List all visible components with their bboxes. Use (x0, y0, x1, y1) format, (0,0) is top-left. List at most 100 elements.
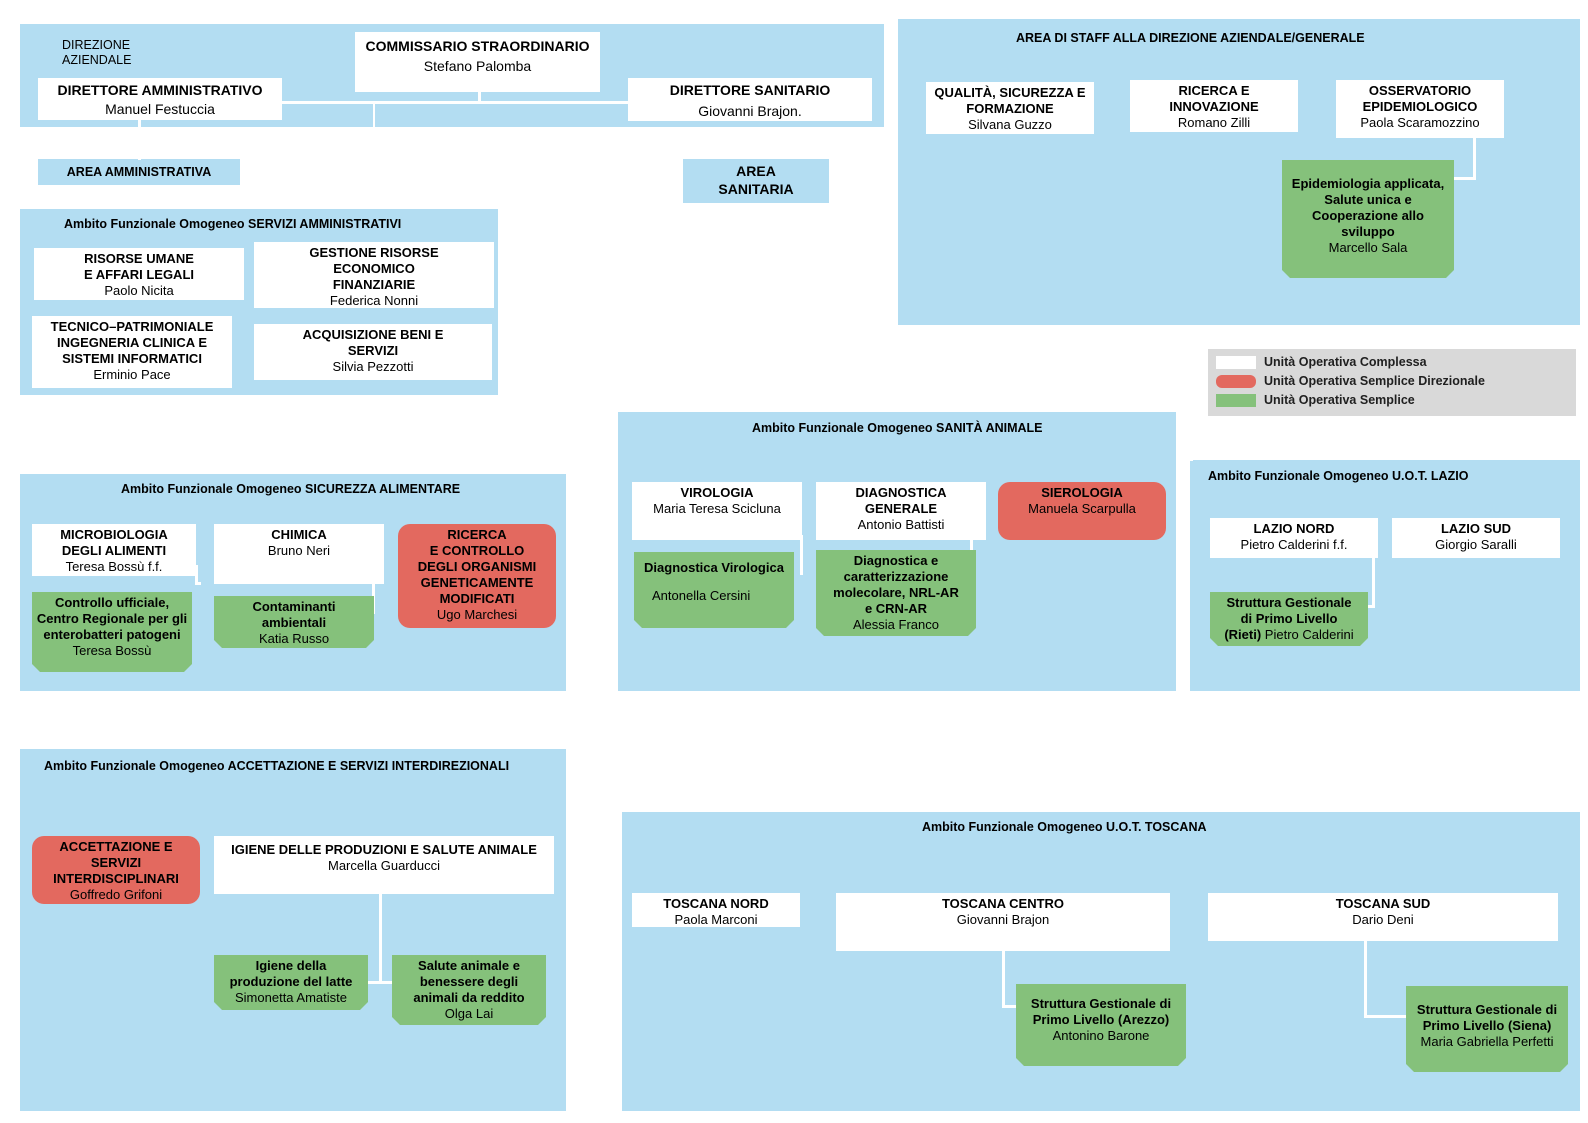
lazio-panel (1190, 460, 1580, 691)
diagnostica-generale-box: DIAGNOSTICA GENERALE Antonio Battisti (816, 482, 986, 540)
toscana-sud-name: Dario Deni (1352, 912, 1414, 927)
gestione-risorse-box: GESTIONE RISORSE ECONOMICO FINANZIARIE F… (254, 242, 494, 308)
area-amministrativa-label: AREA AMMINISTRATIVA (66, 165, 212, 179)
virologia-name: Maria Teresa Scicluna (653, 501, 781, 516)
connector (1002, 948, 1005, 1007)
sierologia-title: SIEROLOGIA (1041, 485, 1123, 500)
tecnico-name: Erminio Pace (93, 367, 171, 382)
commissario-name: Stefano Palomba (423, 58, 532, 74)
toscana-centro-box: TOSCANA CENTRO Giovanni Brajon (836, 893, 1170, 951)
igiene-name: Marcella Guarducci (328, 858, 440, 873)
servizi-amministrativi-title: Ambito Funzionale Omogeneo SERVIZI AMMIN… (64, 217, 402, 231)
diagnostica-caratt-box: Diagnostica e caratterizzazione molecola… (816, 550, 976, 636)
connector (1365, 605, 1375, 608)
virologia-box: VIROLOGIA Maria Teresa Scicluna (632, 482, 802, 540)
legend-swatch-white (1216, 356, 1256, 369)
osservatorio-title: OSSERVATORIO EPIDEMIOLOGICO (1362, 83, 1478, 114)
sicurezza-alimentare-title: Ambito Funzionale Omogeneo SICUREZZA ALI… (121, 482, 461, 496)
toscana-nord-box: TOSCANA NORD Paola Marconi (632, 893, 800, 927)
toscana-nord-name: Paola Marconi (674, 912, 758, 927)
toscana-title: Ambito Funzionale Omogeneo U.O.T. TOSCAN… (922, 820, 1207, 834)
igiene-title: IGIENE DELLE PRODUZIONI E SALUTE ANIMALE (231, 842, 537, 857)
lazio-sud-title: LAZIO SUD (1440, 521, 1512, 536)
ricerca-name: Romano Zilli (1177, 115, 1251, 130)
legend-semplice-label: Unità Operativa Semplice (1264, 393, 1415, 407)
lazio-nord-name: Pietro Calderini f.f. (1240, 537, 1348, 552)
ricerca-ogm-box: RICERCA E CONTROLLO DEGLI ORGANISMI GENE… (398, 524, 556, 628)
lazio-sud-box: LAZIO SUD Giorgio Saralli (1392, 518, 1560, 558)
legend-semplice-direzionale-label: Unità Operativa Semplice Direzionale (1264, 374, 1485, 388)
microbiologia-title: MICROBIOLOGIA DEGLI ALIMENTI (60, 527, 168, 558)
dir-amministrativo-name: Manuel Festuccia (105, 101, 215, 117)
connector (478, 90, 481, 104)
gestione-risorse-name: Federica Nonni (329, 293, 419, 308)
connector (1448, 177, 1476, 180)
acquisizione-box: ACQUISIZIONE BENI E SERVIZI Silvia Pezzo… (254, 324, 492, 380)
connector (138, 185, 141, 209)
rieti-prefix: (Rieti) (1224, 627, 1262, 642)
igiene-box: IGIENE DELLE PRODUZIONI E SALUTE ANIMALE… (214, 836, 554, 894)
salute-animale-box: Salute animale e benessere degli animali… (392, 955, 546, 1025)
epidemiologia-box: Epidemiologia applicata, Salute unica e … (1282, 160, 1454, 278)
tecnico-title: TECNICO–PATRIMONIALE INGEGNERIA CLINICA … (50, 319, 214, 366)
connector (195, 582, 201, 585)
ricerca-title: RICERCA E INNOVAZIONE (1169, 83, 1259, 114)
siena-title: Struttura Gestionale di Primo Livello (S… (1416, 1002, 1558, 1033)
connector (138, 120, 141, 160)
microbiologia-box: MICROBIOLOGIA DEGLI ALIMENTI Teresa Boss… (32, 524, 196, 576)
toscana-centro-name: Giovanni Brajon (956, 912, 1050, 927)
sierologia-box: SIEROLOGIA Manuela Scarpulla (998, 482, 1166, 540)
connector (1372, 552, 1375, 607)
ricerca-ogm-name: Ugo Marchesi (436, 607, 518, 622)
osservatorio-box: OSSERVATORIO EPIDEMIOLOGICO Paola Scaram… (1336, 80, 1504, 138)
qualita-title: QUALITÀ, SICUREZZA E FORMAZIONE (934, 85, 1086, 116)
legend: Unità Operativa Complessa Unità Operativ… (1208, 349, 1576, 416)
salute-animale-title: Salute animale e benessere degli animali… (413, 958, 525, 1005)
area-sanitaria-label: AREA SANITARIA (718, 163, 794, 197)
connector (357, 981, 392, 984)
rieti-name-line: (Rieti) Pietro Calderini (1210, 627, 1368, 643)
diagnostica-caratt-name: Alessia Franco (853, 617, 939, 632)
sierologia-name: Manuela Scarpulla (1028, 501, 1136, 516)
epidemiologia-title: Epidemiologia applicata, Salute unica e … (1291, 176, 1445, 239)
diagnostica-caratt-title: Diagnostica e caratterizzazione molecola… (833, 553, 959, 616)
accettazione-panel (20, 749, 566, 1111)
connector (373, 104, 375, 128)
connector (280, 101, 628, 104)
toscana-sud-title: TOSCANA SUD (1335, 896, 1431, 911)
arezzo-box: Struttura Gestionale di Primo Livello (A… (1016, 984, 1186, 1066)
dir-amministrativo-title: DIRETTORE AMMINISTRATIVO (57, 82, 263, 98)
gestione-risorse-title: GESTIONE RISORSE ECONOMICO FINANZIARIE (309, 245, 439, 292)
siena-name: Maria Gabriella Perfetti (1420, 1034, 1554, 1049)
connector (566, 628, 618, 631)
risorse-umane-title: RISORSE UMANE E AFFARI LEGALI (83, 251, 195, 282)
staff-title: AREA DI STAFF ALLA DIREZIONE AZIENDALE/G… (1016, 31, 1365, 45)
ricerca-box: RICERCA E INNOVAZIONE Romano Zilli (1130, 80, 1298, 132)
dir-sanitario-box: DIRETTORE SANITARIO Giovanni Brajon. (628, 78, 872, 121)
connector (379, 893, 382, 983)
diagnostica-virologica-box: Diagnostica Virologica Antonella Cersini (634, 552, 794, 628)
dir-amministrativo-box: DIRETTORE AMMINISTRATIVO Manuel Festucci… (38, 78, 282, 120)
dir-sanitario-title: DIRETTORE SANITARIO (669, 82, 831, 98)
contaminanti-box: Contaminanti ambientali Katia Russo (214, 596, 374, 648)
diagnostica-virologica-name: Antonella Cersini (652, 588, 751, 603)
virologia-title: VIROLOGIA (680, 485, 754, 500)
osservatorio-name: Paola Scaramozzino (1360, 115, 1480, 130)
legend-swatch-green (1216, 394, 1256, 407)
contaminanti-name: Katia Russo (258, 631, 330, 646)
connector (1364, 1015, 1406, 1018)
connector (750, 203, 753, 384)
rieti-title: Struttura Gestionale di Primo Livello (1226, 595, 1352, 626)
connector (591, 968, 622, 971)
salute-animale-name: Olga Lai (444, 1006, 494, 1021)
lazio-title: Ambito Funzionale Omogeneo U.O.T. LAZIO (1208, 469, 1469, 483)
diagnostica-generale-title: DIAGNOSTICA GENERALE (855, 485, 947, 516)
rieti-box: Struttura Gestionale di Primo Livello (R… (1210, 592, 1368, 646)
ricerca-ogm-title: RICERCA E CONTROLLO DEGLI ORGANISMI GENE… (417, 527, 537, 606)
chimica-name: Bruno Neri (267, 543, 331, 558)
arezzo-name: Antonino Barone (1052, 1028, 1150, 1043)
accettazione-box-title: ACCETTAZIONE E SERVIZI INTERDISCIPLINARI (53, 839, 179, 886)
connector (591, 383, 594, 971)
igiene-latte-name: Simonetta Amatiste (235, 990, 347, 1005)
tecnico-box: TECNICO–PATRIMONIALE INGEGNERIA CLINICA … (32, 316, 232, 388)
